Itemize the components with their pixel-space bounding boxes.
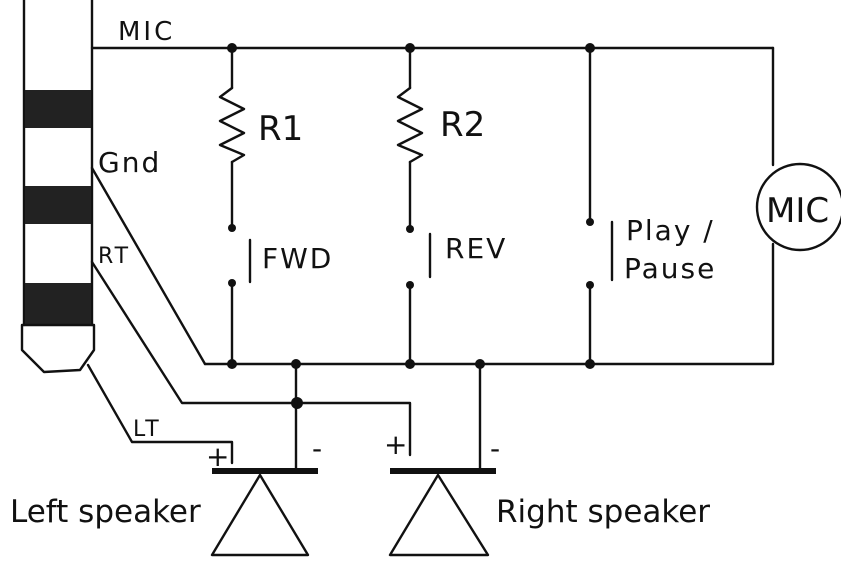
mic-line: [90, 43, 775, 167]
left-speaker-label: Left speaker: [10, 494, 201, 530]
plug-ring-band-2: [25, 186, 91, 224]
right-minus-label: -: [490, 432, 502, 465]
mic-element-label: MIC: [766, 191, 829, 231]
rev-label: REV: [445, 232, 507, 265]
play-label: Play /: [626, 214, 715, 247]
lt-wire: [86, 363, 234, 465]
r2-rev-branch: [396, 46, 432, 366]
plug-ring-band-1: [25, 90, 91, 128]
right-speaker: [388, 468, 496, 557]
plug-tip: [20, 323, 96, 374]
r2-label: R2: [440, 105, 485, 145]
fwd-label: FWD: [262, 242, 333, 275]
pause-label: Pause: [624, 252, 716, 285]
left-plus-label: +: [206, 440, 231, 473]
play-pause-branch: [586, 46, 614, 366]
mic-line-label: MIC: [118, 17, 175, 47]
left-minus-label: -: [312, 432, 324, 465]
resistor-r1: [218, 86, 246, 164]
lt-label: LT: [133, 417, 162, 442]
right-speaker-label: Right speaker: [496, 494, 710, 530]
speaker-minus-leads: [294, 362, 482, 472]
gnd-label: Gnd: [98, 146, 161, 179]
right-plus-label: +: [384, 428, 409, 461]
microphone-element: [755, 162, 841, 252]
left-speaker: [210, 468, 318, 557]
trrs-plug: [20, 0, 96, 374]
resistor-r2: [396, 86, 424, 164]
r1-fwd-branch: [218, 46, 252, 366]
r1-label: R1: [258, 109, 303, 149]
plug-ring-band-3: [25, 283, 91, 325]
rt-label: RT: [98, 244, 131, 269]
